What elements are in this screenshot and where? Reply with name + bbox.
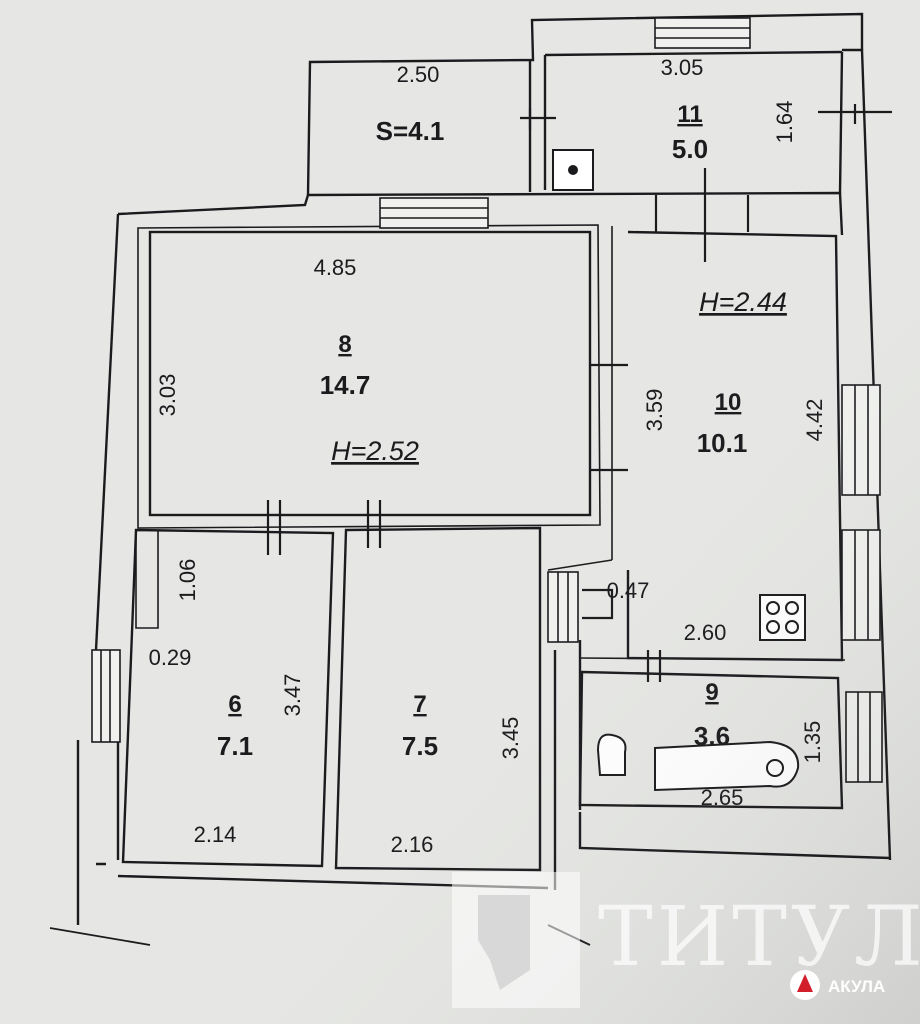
room-10-area: 10.1 [697, 428, 748, 458]
porch-dim-top: 2.50 [397, 62, 440, 87]
room-7-number: 7 [413, 691, 426, 718]
watermark-house-icon [478, 895, 530, 990]
room-8-area: 14.7 [320, 370, 371, 400]
windows [91, 17, 883, 783]
porch-area-label: S=4.1 [376, 116, 445, 146]
room-6-area: 7.1 [217, 731, 253, 761]
window-room-11 [654, 17, 751, 49]
room-9-area: 3.6 [694, 721, 730, 751]
room-11-dim-side: 1.64 [772, 101, 797, 144]
room-11-area: 5.0 [672, 134, 708, 164]
window-room-10-upper [841, 384, 881, 496]
room-10-dim-niche: 0.47 [607, 578, 650, 603]
room-9-dim-side: 1.35 [800, 721, 825, 764]
akula-badge: АКУЛА [790, 970, 885, 1000]
watermark-text: ТИТУЛ [598, 890, 920, 985]
room-11-number: 11 [677, 101, 702, 128]
window-room-10-lower [841, 529, 881, 641]
room-6-dim-bottom: 2.14 [194, 822, 237, 847]
room-7-dim-bottom: 2.16 [391, 832, 434, 857]
room-10-dim-bottom: 2.60 [684, 620, 727, 645]
room-6-dim-niche: 1.06 [175, 559, 200, 602]
toilet-icon [596, 733, 627, 776]
window-room-9 [845, 691, 883, 783]
room-9-number: 9 [705, 679, 718, 706]
room-10-dim-left: 3.59 [642, 389, 667, 432]
watermark: ТИТУЛ [452, 872, 920, 1008]
room-8-number: 8 [338, 331, 351, 358]
window-corridor [547, 571, 579, 643]
window-room-8 [379, 197, 489, 229]
room-9-dim-bottom: 2.65 [701, 785, 744, 810]
room-10-number: 10 [715, 389, 742, 416]
room-8-dim-side: 3.03 [155, 374, 180, 417]
walls [49, 12, 892, 946]
room-8-dim-top: 4.85 [314, 255, 357, 280]
room-6-number: 6 [228, 691, 241, 718]
room-6-dim-side: 3.47 [280, 674, 305, 717]
room-7-area: 7.5 [402, 731, 438, 761]
room-10-dim-right: 4.42 [802, 399, 827, 442]
cooktop-icon [759, 594, 806, 641]
room-8-height: H=2.52 [331, 436, 419, 466]
akula-badge-text: АКУЛА [828, 977, 885, 996]
window-room-6 [91, 649, 121, 743]
room-7-dim-side: 3.45 [498, 717, 523, 760]
room-11-dim-top: 3.05 [661, 55, 704, 80]
room-10-height: H=2.44 [699, 287, 787, 317]
room-6-dim-offset: 0.29 [149, 645, 192, 670]
